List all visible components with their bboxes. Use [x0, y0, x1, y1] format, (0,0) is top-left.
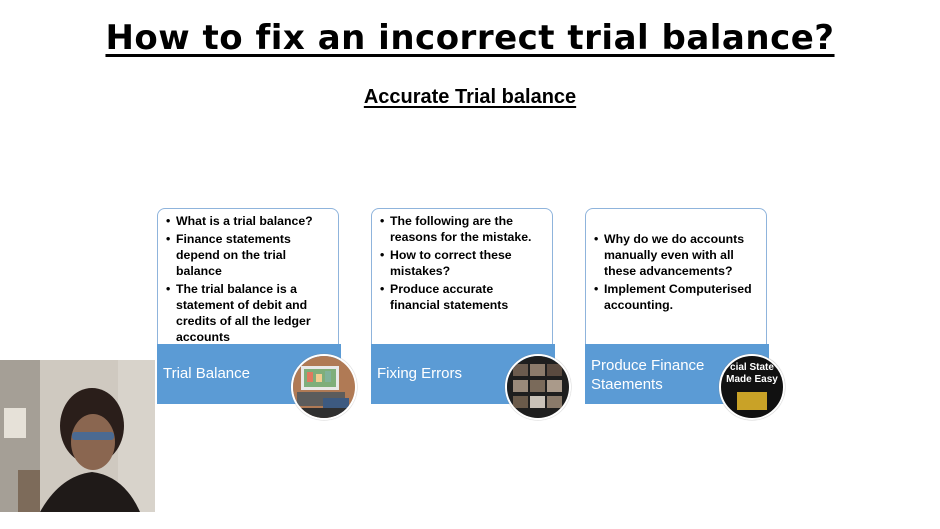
card-text-box: The following are the reasons for the mi… — [371, 208, 553, 358]
slide-subtitle: Accurate Trial balance — [363, 86, 577, 108]
card-text-box: Why do we do accounts manually even with… — [585, 208, 767, 358]
video-grid-image-icon — [505, 354, 571, 420]
slide-title: How to fix an incorrect trial balance? — [105, 18, 835, 58]
laptop-image-icon — [291, 354, 357, 420]
thumb-text: Made Easy — [726, 374, 778, 385]
thumb-text: cial State — [730, 362, 774, 373]
bullet-list: Why do we do accounts manually even with… — [592, 231, 760, 313]
card-label: Fixing Errors — [377, 365, 463, 382]
bullet-item: Produce accurate financial statements — [380, 281, 546, 313]
book-cover-image-icon: cial State Made Easy — [719, 354, 785, 420]
webcam-video-overlay — [0, 360, 155, 512]
bullet-item: Why do we do accounts manually even with… — [594, 231, 760, 279]
bullet-list: The following are the reasons for the mi… — [378, 213, 546, 313]
bullet-item: The trial balance is a statement of debi… — [166, 281, 332, 345]
bullet-list: What is a trial balance? Finance stateme… — [164, 213, 332, 345]
card-trial-balance: What is a trial balance? Finance stateme… — [157, 208, 357, 420]
card-text-box: What is a trial balance? Finance stateme… — [157, 208, 339, 358]
bullet-item: Implement Computerised accounting. — [594, 281, 760, 313]
card-label: Produce Finance Staements — [591, 357, 705, 393]
card-produce-finance: Why do we do accounts manually even with… — [585, 208, 785, 420]
bullet-item: Finance statements depend on the trial b… — [166, 231, 332, 279]
card-label: Trial Balance — [163, 365, 250, 382]
bullet-item: How to correct these mistakes? — [380, 247, 546, 279]
card-fixing-errors: The following are the reasons for the mi… — [371, 208, 571, 420]
bullet-item: The following are the reasons for the mi… — [380, 213, 546, 245]
bullet-item: What is a trial balance? — [166, 213, 332, 229]
